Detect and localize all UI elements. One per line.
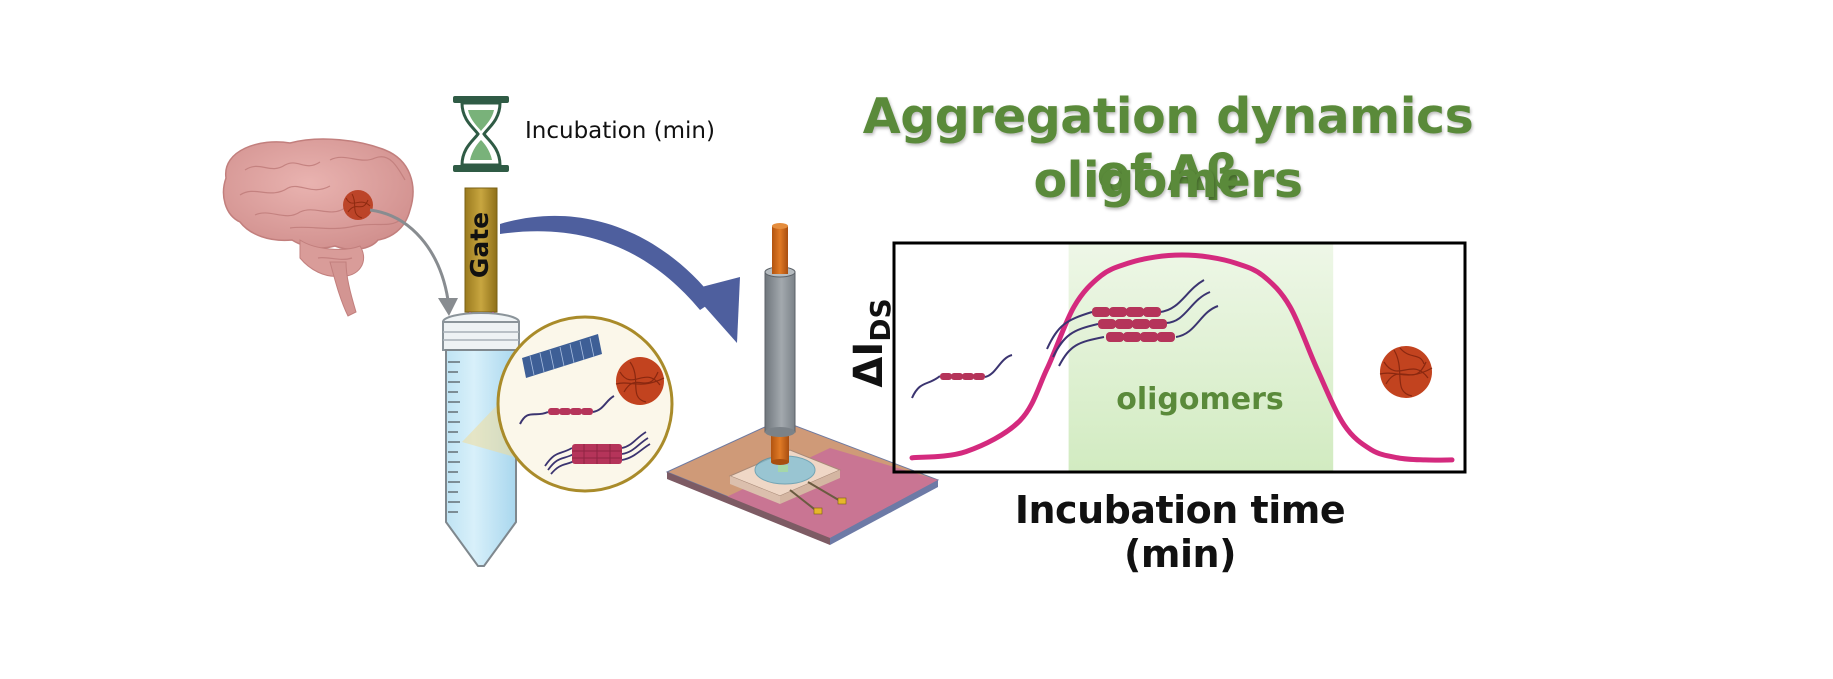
chart-frame — [892, 241, 1467, 474]
response-chart — [892, 241, 1467, 474]
hourglass-icon — [453, 96, 509, 172]
fibril-icon — [522, 334, 602, 378]
transistor-device — [665, 223, 940, 545]
oligomers-region-label: oligomers — [1116, 382, 1284, 417]
chart-oligomer-icon — [1046, 279, 1219, 367]
y-axis-label-main: ΔI — [846, 341, 892, 388]
gate-label: Gate — [465, 211, 494, 279]
oligomer-region-band — [1068, 244, 1334, 471]
amyloid-plaque-icon — [343, 190, 373, 220]
response-curve — [909, 252, 1455, 463]
oligomer-icon — [544, 431, 651, 475]
title-line-2: oligomers — [1033, 152, 1303, 209]
brain-illustration — [222, 138, 458, 317]
x-axis-label: Incubation time (min) — [1014, 488, 1346, 576]
title-line-1: Aggregation dynamics of Aβ — [862, 88, 1474, 202]
chart-aggregate-icon — [1379, 346, 1433, 398]
chart-monomer-icon — [911, 354, 1013, 399]
monomer-icon — [519, 395, 615, 425]
y-axis-label: ΔIDS — [846, 288, 897, 398]
y-axis-label-subscript: DS — [864, 298, 897, 342]
gate-to-device-arrow — [500, 215, 740, 343]
plaque-to-tube-arrow — [369, 208, 450, 301]
magnifier-inset — [496, 315, 674, 493]
aggregate-icon — [615, 357, 665, 405]
incubation-label: Incubation (min) — [525, 118, 715, 144]
